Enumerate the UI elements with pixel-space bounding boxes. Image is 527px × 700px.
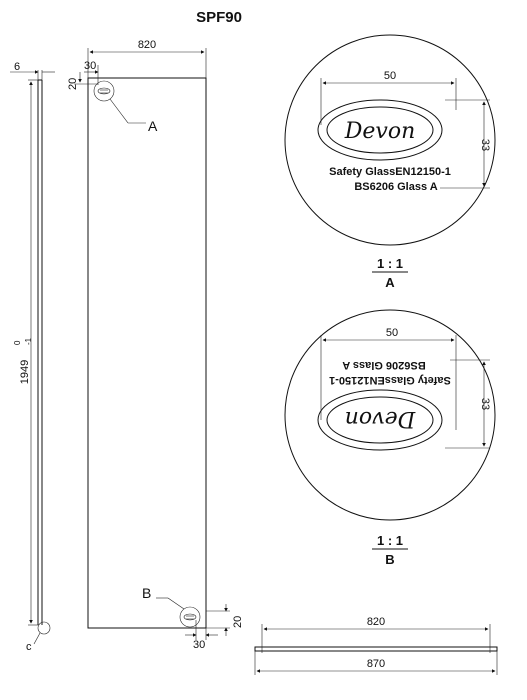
panel-width-label: 820 [138,39,156,51]
detail-a-label: A [385,275,395,290]
drawing-title: SPF90 [196,9,242,26]
bottom-offset-y-label: 20 [232,616,244,628]
detail-a-line2: BS6206 Glass A [354,181,437,193]
height-dimension-label: 1949 [19,360,31,384]
plan-view: 820 870 [254,616,498,675]
detail-b-width-label: 50 [386,327,398,339]
detail-a-width-label: 50 [384,70,396,82]
marker-a: A [148,118,158,134]
detail-b-brand: Devon [345,406,417,431]
front-view: 820 30 20 A B 30 [67,39,244,651]
detail-a: Devon Safety GlassEN12150-1 BS6206 Glass… [284,34,496,290]
detail-b-line1: Safety GlassEN12150-1 [329,374,451,386]
detail-b-line2: BS6206 Glass A [342,359,425,371]
detail-b-scale: 1 : 1 [377,533,403,548]
logo-offset-y-label: 20 [67,78,79,90]
plan-overall-width-label: 870 [367,658,385,670]
logo-mark-a [93,80,115,102]
height-tolerance-lower: -1 [24,337,33,345]
glass-thickness-label: 6 [14,61,20,73]
bottom-offset-x-label: 30 [193,639,205,651]
plan-glass-width-label: 820 [367,616,385,628]
detail-a-height-label: 33 [479,139,491,151]
logo-offset-x-label: 30 [84,60,96,72]
marker-c: c [26,641,32,653]
height-tolerance-upper: 0 [13,340,22,345]
detail-a-scale: 1 : 1 [377,256,403,271]
side-view: 6 1949 0 -1 c [10,61,55,653]
logo-mark-b [179,606,201,628]
detail-b-label: B [385,552,394,567]
detail-b-height-label: 33 [479,398,491,410]
marker-b: B [142,585,151,601]
detail-a-line1: Safety GlassEN12150-1 [329,166,451,178]
detail-b: Devon Safety GlassEN12150-1 BS6206 Glass… [284,309,496,567]
detail-a-brand: Devon [344,119,416,144]
